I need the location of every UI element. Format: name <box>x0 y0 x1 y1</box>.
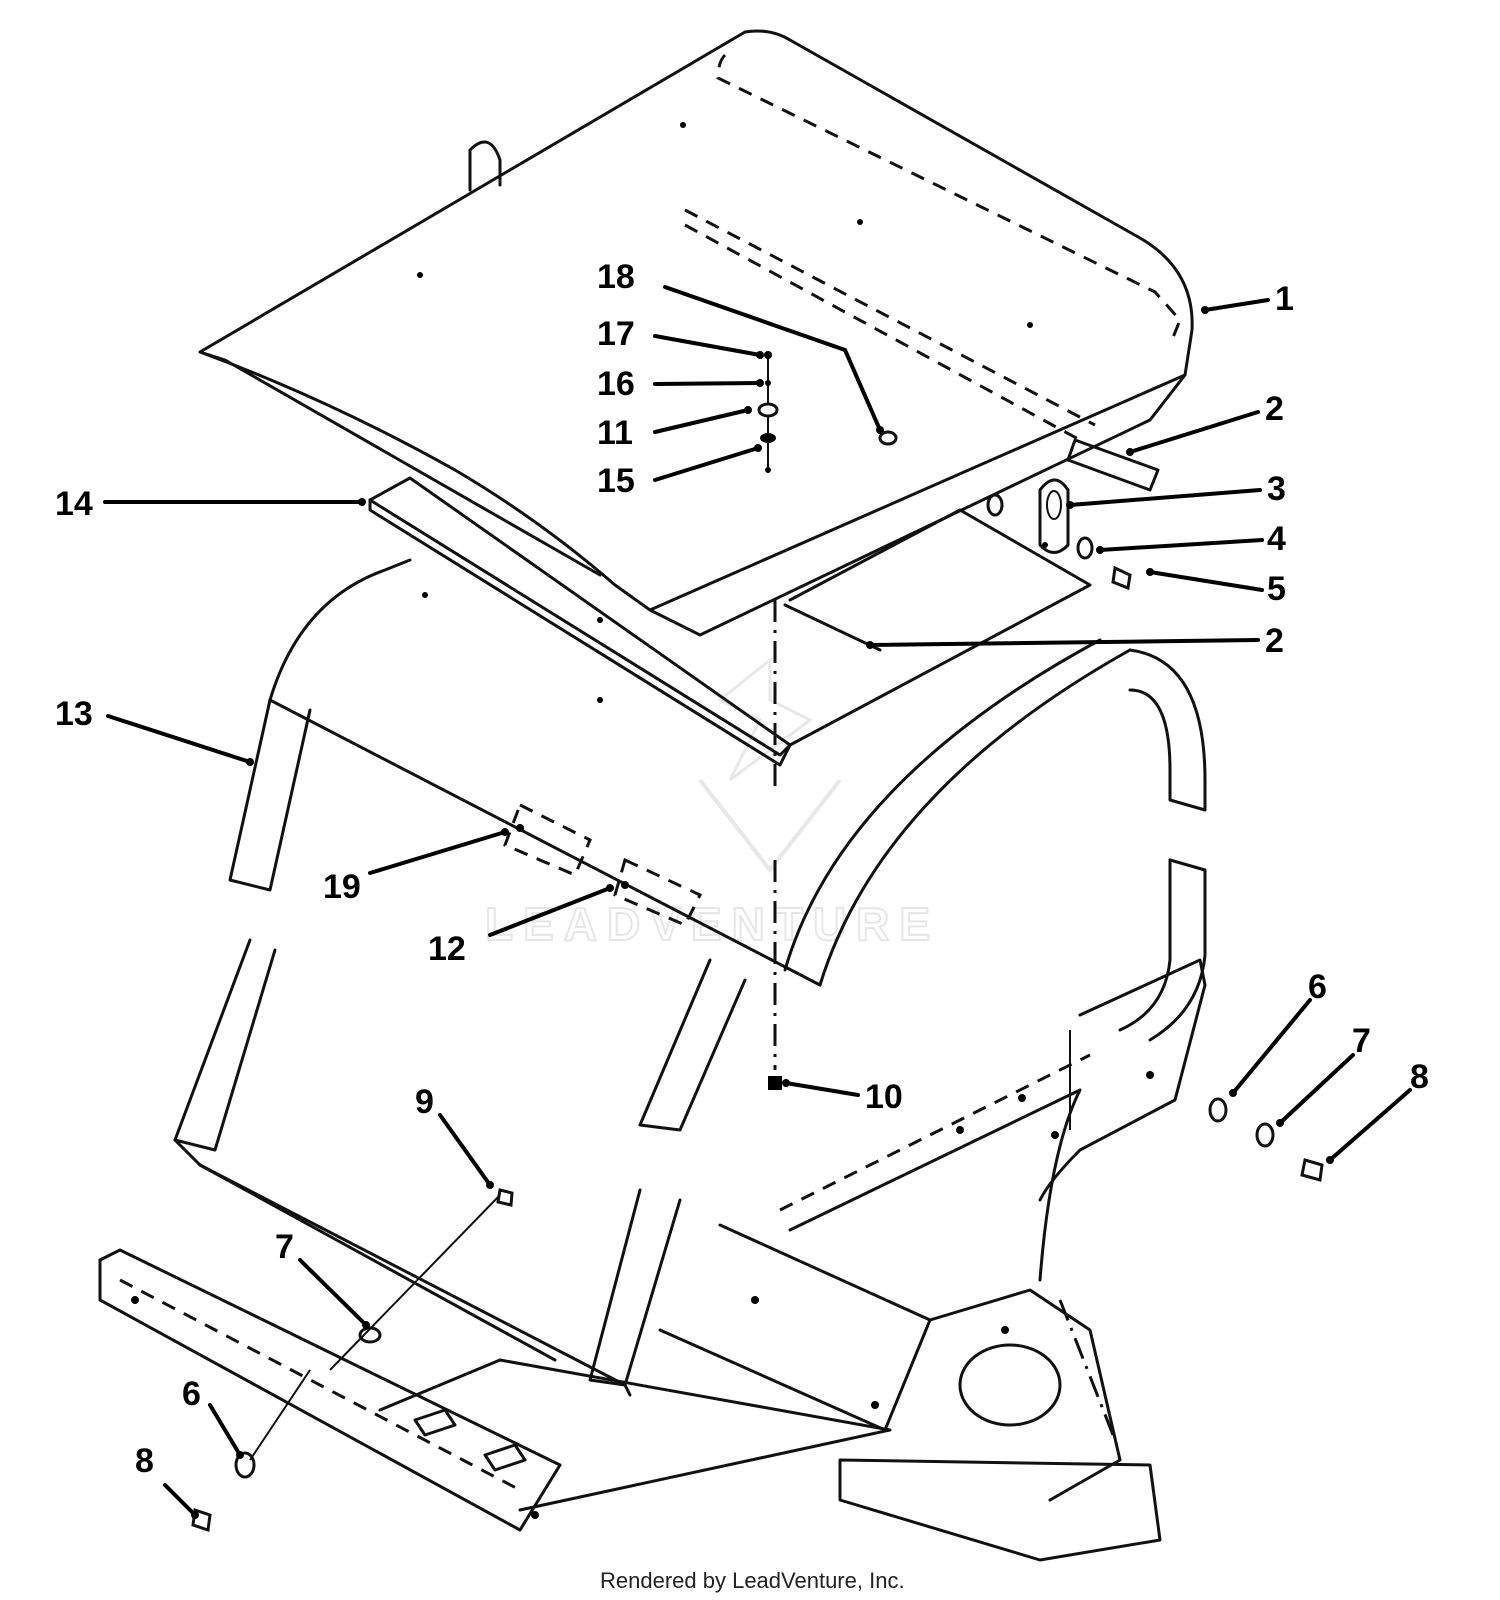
lower-chassis <box>98 958 1207 1562</box>
mounting-bracket-upper <box>1066 438 1160 492</box>
callout-8-left: 8 <box>135 1442 154 1480</box>
watermark-text: LEADVENTURE <box>485 898 940 950</box>
spacer-plate <box>368 476 1092 767</box>
callout-3: 3 <box>1267 470 1286 508</box>
callout-14: 14 <box>55 485 93 523</box>
callout-19: 19 <box>323 868 361 906</box>
callout-9: 9 <box>415 1083 434 1121</box>
callout-5: 5 <box>1267 570 1286 608</box>
callout-17: 17 <box>597 315 635 353</box>
callout-12: 12 <box>428 930 466 968</box>
hardware-parts <box>191 351 1324 1532</box>
callout-15: 15 <box>597 462 635 500</box>
callout-10: 10 <box>865 1078 903 1116</box>
footer-credit: Rendered by LeadVenture, Inc. <box>600 1568 905 1593</box>
lifting-eye-bracket <box>1038 478 1070 554</box>
callout-11: 11 <box>597 414 633 452</box>
callout-4: 4 <box>1267 520 1286 558</box>
callout-6-right: 6 <box>1308 968 1327 1006</box>
leadventure-watermark: LEADVENTURE <box>484 656 940 951</box>
callout-7-left: 7 <box>275 1228 294 1266</box>
leader-lines <box>103 285 1412 1519</box>
callout-13: 13 <box>55 695 93 733</box>
callout-8-right: 8 <box>1410 1058 1429 1096</box>
callout-2-upper: 2 <box>1265 390 1284 428</box>
callout-16: 16 <box>597 365 635 403</box>
roll-cage-frame <box>173 558 1207 1397</box>
callout-labels: 1 2 3 4 5 2 6 7 8 10 9 7 6 8 18 17 16 11… <box>55 258 1429 1480</box>
callout-2-lower: 2 <box>1265 622 1284 660</box>
callout-7-right: 7 <box>1352 1022 1371 1060</box>
callout-6-left: 6 <box>182 1375 201 1413</box>
callout-1: 1 <box>1275 280 1294 318</box>
callout-18: 18 <box>597 258 635 296</box>
